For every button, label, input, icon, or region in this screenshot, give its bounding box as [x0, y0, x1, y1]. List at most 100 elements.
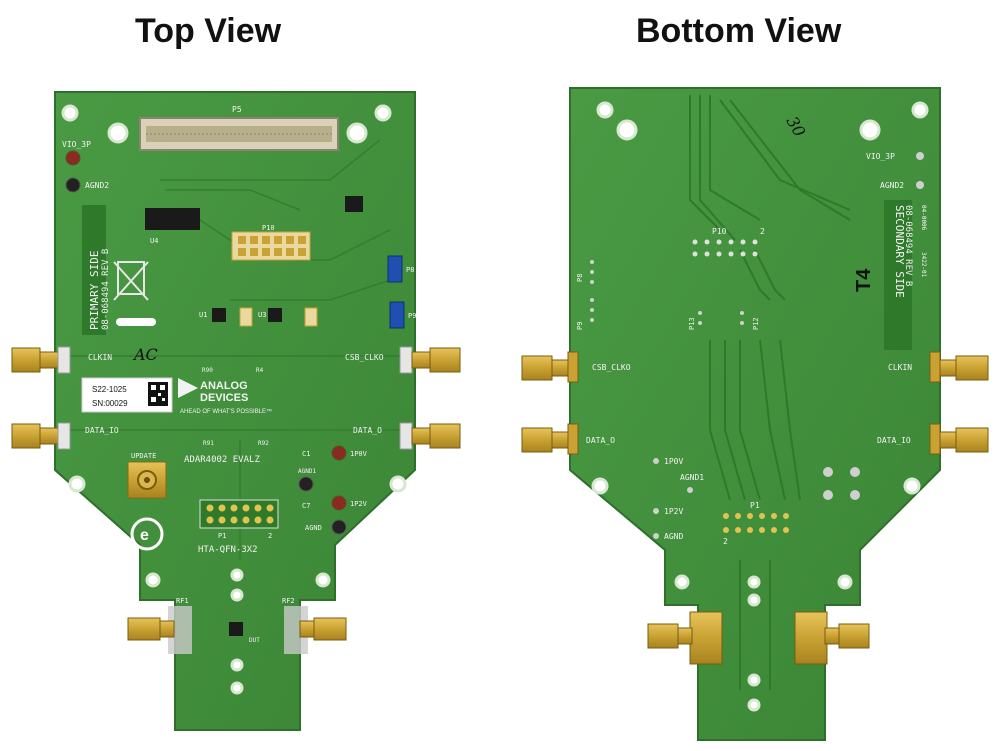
- top-csb-clko-sma: [399, 346, 461, 374]
- bottom-agnd2-testpoint: [916, 181, 924, 189]
- serial-line-1: S22-1025: [92, 385, 127, 394]
- bottom-vio-testpoint: [916, 152, 924, 160]
- p10-label: P10: [262, 224, 275, 232]
- secondary-side-label: SECONDARY SIDE: [893, 205, 906, 298]
- adi-logo-icon: [178, 378, 198, 398]
- top-sma-connectors: [11, 346, 461, 641]
- u3-label: U3: [258, 311, 266, 319]
- bottom-sma-connectors: [521, 351, 989, 649]
- p5-label: P5: [232, 105, 242, 114]
- agnd1-label: AGND1: [298, 468, 316, 475]
- bottom-vio-label: VIO_3P: [866, 152, 895, 161]
- bottom-mounting-holes: [591, 101, 929, 712]
- bottom-1p0v-label: 1P0V: [664, 457, 683, 466]
- top-rf1-sma: [127, 617, 175, 641]
- e-compliance-icon: [130, 517, 164, 551]
- board-name-label: ADAR4002 EVALZ: [184, 455, 260, 465]
- bottom-data-io-sma: [929, 423, 989, 455]
- qr-code: [148, 382, 168, 406]
- 1p0v-testpoint: [331, 445, 347, 461]
- bottom-part-number: 08-068494 REV B: [903, 205, 913, 286]
- c7-label: C7: [302, 502, 310, 510]
- p12-label: P12: [752, 317, 760, 330]
- r90-label: R90: [202, 367, 213, 374]
- top-rf2-sma: [299, 617, 347, 641]
- u2-chip: [345, 196, 363, 212]
- bottom-data-o-sma: [521, 423, 579, 455]
- p8-jumper: [387, 255, 403, 283]
- serial-line-2: SN:00029: [92, 399, 128, 408]
- top-part-number: 08-068494 REV B: [101, 249, 111, 330]
- u1-label: U1: [199, 311, 207, 319]
- bottom-p9-label: P9: [576, 322, 584, 330]
- top-data-o-sma: [399, 422, 461, 450]
- agnd-label: AGND: [305, 524, 322, 532]
- bottom-data-io-label: DATA_IO: [877, 436, 911, 445]
- top-view-heading: Top View: [135, 12, 282, 50]
- vio-3p-label: VIO_3P: [62, 140, 91, 149]
- bottom-p1-label: P1: [750, 501, 760, 510]
- recycle-bin-mark: [117, 261, 145, 295]
- dut-chip: [229, 622, 243, 636]
- top-mounting-holes: [61, 104, 407, 695]
- p9-label: P9: [408, 312, 416, 320]
- agnd2-label: AGND2: [85, 181, 109, 190]
- u1-chip: [212, 308, 226, 322]
- board-code-1: 3422-01: [920, 252, 927, 278]
- handwritten-ac: AC: [132, 345, 158, 364]
- 1p2v-testpoint: [331, 495, 347, 511]
- bottom-clkin-sma: [929, 351, 989, 383]
- bottom-traces: [689, 95, 851, 690]
- top-clkin-sma: [11, 346, 71, 374]
- bottom-p10-pin2: 2: [760, 227, 765, 236]
- bottom-clkin-label: CLKIN: [888, 363, 912, 372]
- bottom-view-heading: Bottom View: [636, 12, 842, 50]
- svg-text:e: e: [140, 527, 149, 544]
- bottom-board: VIO_3P AGND2 30 SECONDARY SIDE 08-068494…: [569, 87, 941, 741]
- p9-jumper: [389, 301, 405, 329]
- bottom-1p2v-label: 1P2V: [664, 507, 683, 516]
- bottom-p1-pads: [723, 513, 789, 533]
- c1-label: C1: [302, 450, 310, 458]
- clkin-label: CLKIN: [88, 353, 112, 362]
- p8-label: P8: [406, 266, 414, 274]
- u4-chip: [145, 208, 200, 230]
- u3-chip: [268, 308, 282, 322]
- vio-3p-testpoint: [65, 150, 81, 166]
- rf2-label: RF2: [282, 597, 295, 605]
- top-data-io-sma: [11, 422, 71, 450]
- r91-label: R91: [203, 440, 214, 447]
- 1p0v-label: 1P0V: [350, 450, 368, 458]
- dut-label: DUT: [249, 637, 260, 644]
- p1-pin2-label: 2: [268, 532, 272, 540]
- agnd-testpoint: [331, 519, 347, 535]
- bottom-rf-left-sma: [647, 623, 693, 649]
- p1-label: P1: [218, 532, 226, 540]
- brand-tagline: AHEAD OF WHAT'S POSSIBLE™: [180, 408, 272, 415]
- handwritten-t4: T4: [853, 268, 875, 292]
- csb-clko-label: CSB_CLKO: [345, 353, 384, 362]
- r4-label: R4: [256, 367, 264, 374]
- data-io-label: DATA_IO: [85, 426, 119, 435]
- bottom-agnd-label: AGND: [664, 532, 683, 541]
- hta-label: HTA-QFN-3X2: [198, 545, 258, 555]
- p1-header: [199, 499, 279, 529]
- 1p2v-label: 1P2V: [350, 500, 368, 508]
- bottom-data-o-label: DATA_O: [586, 436, 615, 445]
- bottom-p10-pads: [692, 239, 758, 257]
- agnd1-testpoint: [298, 476, 314, 492]
- board-code-2: 04-0006: [920, 205, 927, 231]
- brand-line-1: ANALOG: [200, 380, 248, 392]
- top-pcb-outline: [54, 91, 416, 731]
- p13-label: P13: [688, 317, 696, 330]
- top-traces: [60, 139, 405, 560]
- primary-side-label: PRIMARY SIDE: [88, 251, 101, 330]
- agnd2-testpoint: [65, 177, 81, 193]
- update-label: UPDATE: [131, 452, 156, 460]
- bottom-agnd1-label: AGND1: [680, 473, 704, 482]
- data-o-label: DATA_O: [353, 426, 382, 435]
- top-board: P5 VIO_3P AGND2 PRIMARY SIDE 08-068494 R…: [54, 91, 416, 731]
- bottom-csb-clko-label: CSB_CLKO: [592, 363, 631, 372]
- brand-line-2: DEVICES: [200, 392, 248, 404]
